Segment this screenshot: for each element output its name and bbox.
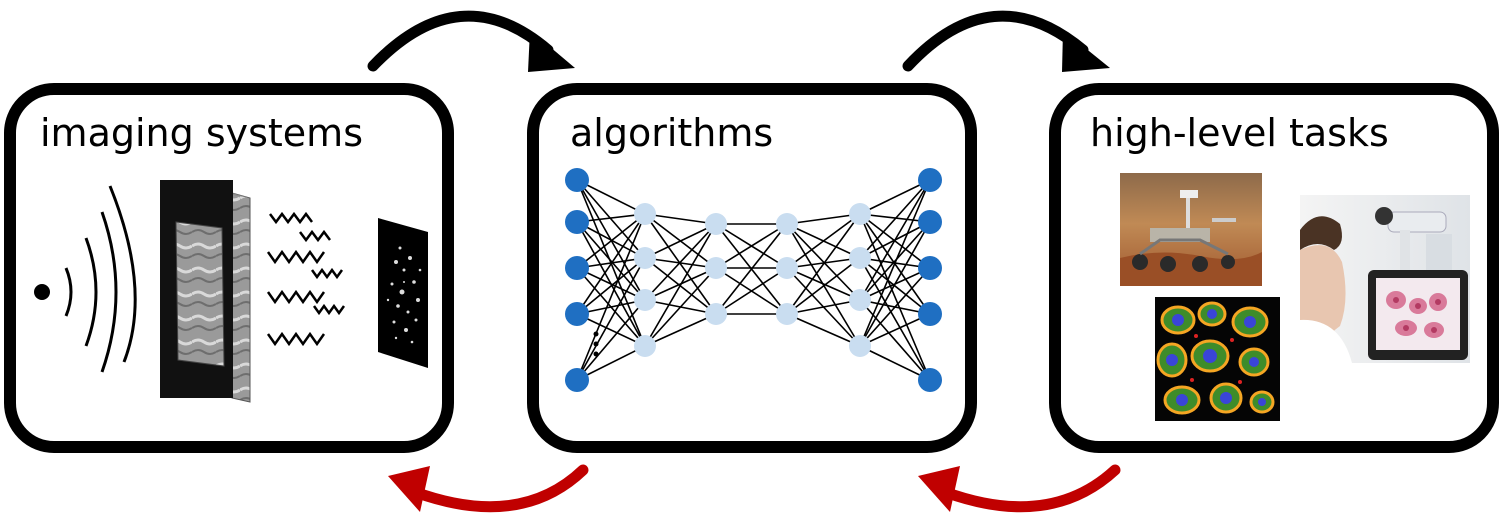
panel-algorithms: algorithms xyxy=(527,83,977,453)
panel-high-level-tasks: high-level tasks xyxy=(1049,83,1499,453)
nn-edge xyxy=(786,313,861,347)
nn-edge xyxy=(859,257,931,381)
nn-edge xyxy=(786,213,861,225)
nn-edge xyxy=(644,267,717,347)
nn-edge xyxy=(859,213,931,381)
nn-edge xyxy=(786,223,861,301)
nn-edge xyxy=(786,257,861,315)
forward-arrow-algorithms-to-tasks xyxy=(902,10,1110,72)
nn-hidden-node xyxy=(849,247,871,269)
nn-io-node xyxy=(918,302,942,326)
feedback-arrow-tasks-to-algorithms xyxy=(918,464,1121,513)
nn-hidden-node xyxy=(849,335,871,357)
nn-edge xyxy=(859,179,931,347)
panel-title-algorithms: algorithms xyxy=(570,111,773,155)
nn-hidden-node xyxy=(849,289,871,311)
nn-io-node xyxy=(565,256,589,280)
nn-edge xyxy=(576,179,646,259)
nn-edge xyxy=(644,213,717,225)
nn-edge xyxy=(859,345,931,381)
nn-edge xyxy=(576,267,646,301)
nn-hidden-node xyxy=(634,335,656,357)
nn-edge xyxy=(576,313,646,347)
nn-edge xyxy=(644,223,717,259)
nn-edge xyxy=(859,313,931,347)
nn-hidden-node xyxy=(634,247,656,269)
nn-edge xyxy=(859,257,931,315)
nn-io-node xyxy=(918,168,942,192)
forward-arrow-imaging-to-algorithms xyxy=(367,10,575,72)
nn-hidden-node xyxy=(705,257,727,279)
digital-pathology-image xyxy=(1300,195,1470,363)
nn-io-node xyxy=(565,210,589,234)
speckle-detector-icon xyxy=(378,218,428,368)
nn-io-node xyxy=(565,168,589,192)
panel-title-imaging-systems: imaging systems xyxy=(40,111,363,155)
nn-edge xyxy=(576,257,646,315)
nn-io-node xyxy=(565,302,589,326)
nn-hidden-node xyxy=(776,213,798,235)
point-source-icon xyxy=(34,284,50,300)
nn-edge xyxy=(576,345,646,381)
nn-edge xyxy=(715,223,788,315)
scattering-medium-icon xyxy=(160,180,251,403)
input-ellipsis-icon xyxy=(593,331,599,357)
nn-hidden-node xyxy=(776,303,798,325)
nn-edge xyxy=(576,213,646,315)
nn-edge xyxy=(576,257,646,381)
nn-edge xyxy=(576,213,646,269)
nn-hidden-node xyxy=(705,213,727,235)
nn-edge xyxy=(786,213,861,315)
nn-hidden-node xyxy=(849,203,871,225)
nn-edge xyxy=(644,313,717,347)
nn-edge xyxy=(859,267,931,347)
nn-edge xyxy=(576,299,646,381)
fluorescent-cells-image xyxy=(1155,297,1280,421)
nn-edge xyxy=(576,221,646,301)
nn-io-node xyxy=(565,368,589,392)
panel-title-high-level-tasks: high-level tasks xyxy=(1090,111,1389,155)
nn-edge xyxy=(644,213,717,315)
nn-edge xyxy=(576,179,646,215)
nn-hidden-node xyxy=(634,203,656,225)
nn-hidden-node xyxy=(705,303,727,325)
nn-edge xyxy=(786,299,861,315)
nn-edge xyxy=(715,267,788,315)
nn-edge xyxy=(715,223,788,269)
nn-io-node xyxy=(918,210,942,234)
nn-edge xyxy=(786,213,861,269)
nn-io-node xyxy=(918,368,942,392)
nn-edge xyxy=(859,179,931,301)
scattered-wave-icon xyxy=(266,211,346,347)
nn-edge xyxy=(576,213,646,381)
feedback-arrow-algorithms-to-imaging xyxy=(388,464,589,513)
wavefront-icon xyxy=(64,185,137,373)
nn-edge xyxy=(644,223,717,301)
nn-edge xyxy=(859,221,931,347)
mars-rover-image xyxy=(1120,173,1262,286)
nn-edge xyxy=(859,299,931,381)
nn-hidden-node xyxy=(776,257,798,279)
neural-network-nodes xyxy=(565,168,942,392)
panel-imaging-systems: imaging systems xyxy=(4,83,454,453)
nn-edge xyxy=(644,223,717,347)
nn-io-node xyxy=(918,256,942,280)
nn-edge xyxy=(859,179,931,259)
nn-edge xyxy=(859,179,931,215)
nn-edge xyxy=(786,267,861,301)
nn-hidden-node xyxy=(634,289,656,311)
